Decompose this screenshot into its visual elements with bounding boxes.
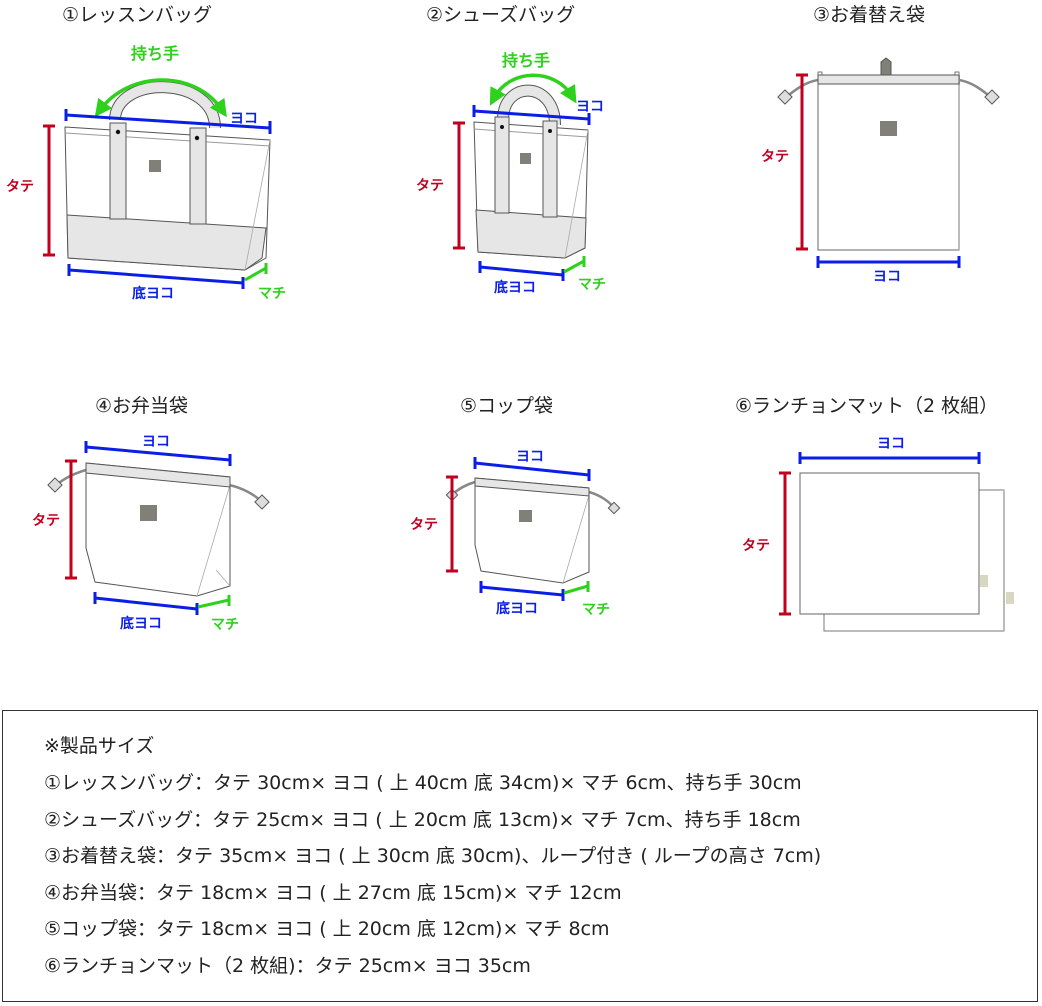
item-title-lunch-bag: ④お弁当袋 [95, 395, 189, 417]
product-diagrams [43, 57, 1014, 632]
label-yoko: ヨコ [516, 449, 544, 465]
item-title-luncheon-mat: ⑥ランチョンマット（2 枚組） [735, 395, 999, 417]
label-bottom-yoko: 底ヨコ [496, 601, 538, 617]
spec-line: ③お着替え袋：タテ 35cm× ヨコ ( 上 30cm 底 30cm)、ループ付… [44, 845, 822, 867]
label-tate: タテ [410, 517, 438, 533]
label-tate: タテ [32, 513, 60, 529]
brand-logo-icon [149, 160, 161, 172]
spec-line: ④お弁当袋：タテ 18cm× ヨコ ( 上 27cm 底 15cm)× マチ 1… [44, 882, 622, 904]
lesson-bag-drawing [43, 78, 272, 289]
handle-arrow [94, 78, 227, 118]
label-tate: タテ [416, 178, 444, 194]
item-title-changing-bag: ③お着替え袋 [813, 4, 926, 26]
shoes-bag-drawing [453, 73, 591, 281]
label-yoko: ヨコ [877, 436, 905, 452]
label-yoko: ヨコ [873, 269, 901, 285]
label-machi: マチ [582, 602, 610, 618]
changing-bag-drawing [777, 57, 1000, 268]
cup-bag-drawing [445, 457, 621, 601]
label-machi: マチ [258, 286, 286, 302]
label-bottom-yoko: 底ヨコ [494, 280, 536, 296]
product-size-box [2, 710, 1038, 1002]
mat-tag-icon [980, 575, 988, 587]
brand-logo-icon [140, 505, 157, 521]
spec-heading: ※製品サイズ [44, 735, 155, 757]
brand-logo-icon [880, 121, 897, 136]
cord-stopper [984, 89, 1000, 105]
handle-arrow [489, 73, 577, 106]
luncheon-mat-drawing [779, 452, 1014, 632]
cord-stopper [777, 89, 793, 105]
loop-tab [880, 57, 892, 76]
label-yoko: ヨコ [576, 99, 604, 115]
label-yoko: ヨコ [230, 111, 258, 127]
label-machi: マチ [211, 617, 239, 633]
label-bottom-yoko: 底ヨコ [120, 616, 162, 632]
item-title-shoes-bag: ②シューズバッグ [426, 4, 576, 26]
spec-line: ⑥ランチョンマット（2 枚組)：タテ 25cm× ヨコ 35cm [44, 955, 531, 977]
item-title-lesson-bag: ①レッスンバッグ [62, 4, 213, 26]
spec-line: ⑤コップ袋：タテ 18cm× ヨコ ( 上 20cm 底 12cm)× マチ 8… [44, 918, 610, 940]
label-yoko: ヨコ [142, 434, 170, 450]
lunch-bag-drawing [47, 441, 270, 615]
label-tate: タテ [6, 179, 34, 195]
label-handle: 持ち手 [131, 44, 180, 63]
spec-line: ②シューズバッグ：タテ 25cm× ヨコ ( 上 20cm 底 13cm)× マ… [44, 809, 801, 831]
item-title-cup-bag: ⑤コップ袋 [460, 395, 554, 417]
label-tate: タテ [742, 538, 770, 554]
spec-line: ①レッスンバッグ：タテ 30cm× ヨコ ( 上 40cm 底 34cm)× マ… [44, 772, 802, 794]
label-bottom-yoko: 底ヨコ [132, 286, 174, 302]
label-machi: マチ [578, 277, 606, 293]
label-tate: タテ [761, 149, 789, 165]
label-handle: 持ち手 [502, 51, 551, 70]
brand-logo-icon [520, 153, 531, 164]
brand-logo-icon [519, 510, 532, 522]
